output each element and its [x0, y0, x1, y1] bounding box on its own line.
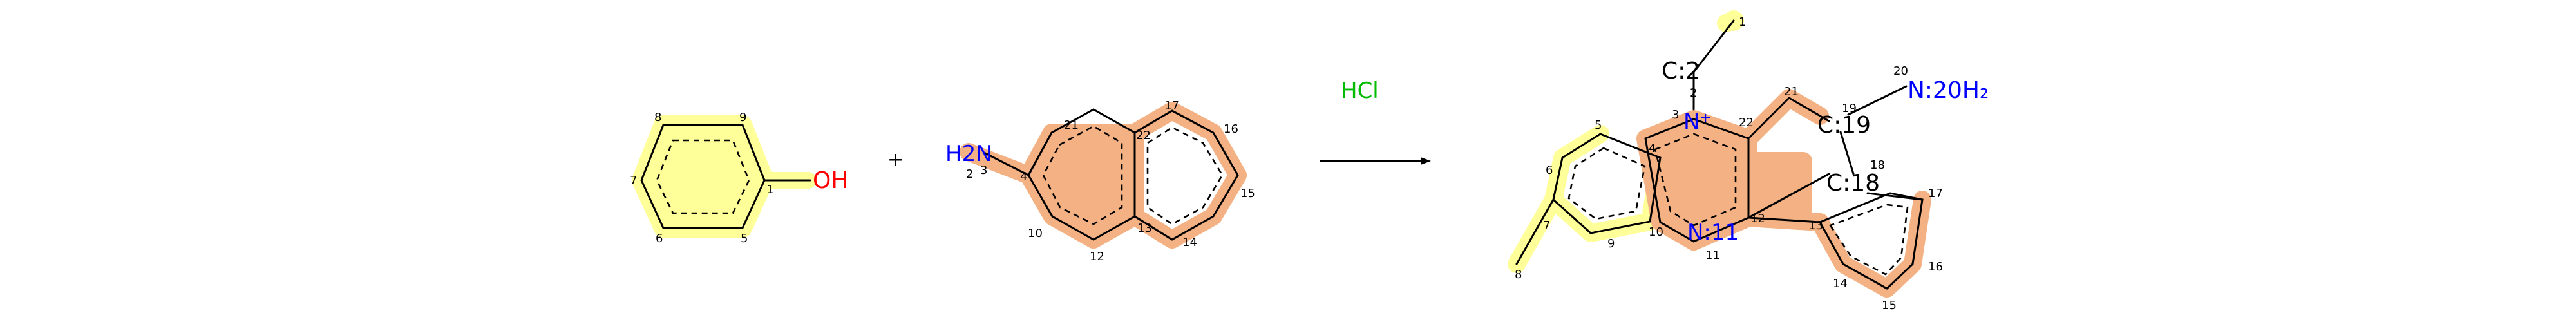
reaction-arrow-head	[1421, 157, 1431, 165]
atom-index-3: 3	[980, 164, 987, 177]
product-index-22: 22	[1739, 116, 1754, 129]
naphthylamine-highlight	[960, 102, 1247, 249]
atom-label-n20h2: N:20H₂	[1908, 77, 1989, 104]
product-index-20: 20	[1893, 64, 1908, 78]
atom-label-oh: OH	[813, 167, 848, 194]
atom-index-1: 1	[766, 183, 773, 196]
atom-index-4: 4	[1020, 170, 1027, 184]
naph-ring-b	[1133, 109, 1239, 241]
bond-c2-c1	[1692, 19, 1735, 73]
reaction-arrow-group: HCl	[1320, 78, 1431, 165]
product-left-aromatic	[1567, 147, 1646, 220]
product-index-11: 11	[1705, 249, 1720, 262]
atom-index-17: 17	[1164, 99, 1179, 113]
phenol-aromatic-circle	[656, 139, 750, 214]
atom-index-14: 14	[1182, 236, 1197, 249]
product-left-ring	[1552, 133, 1662, 234]
atom-index-16: 16	[1224, 122, 1238, 136]
phenol-ring	[640, 124, 766, 229]
atom-index-5: 5	[741, 232, 748, 245]
product-index-17: 17	[1928, 187, 1943, 200]
product-index-3: 3	[1672, 108, 1679, 122]
plus-sign: +	[887, 149, 904, 171]
product-index-4: 4	[1649, 142, 1656, 155]
atom-label-n11: N:11	[1687, 220, 1739, 245]
naph-aromatic-a	[1042, 125, 1123, 225]
bond-c22-c21	[1747, 97, 1790, 140]
product-index-18: 18	[1870, 158, 1885, 172]
atom-index-10: 10	[1028, 227, 1043, 240]
product-index-21: 21	[1784, 85, 1799, 99]
atom-label-c2: C:2	[1662, 58, 1700, 84]
naph-aromatic-b	[1146, 126, 1224, 225]
atom-label-c19: C:19	[1817, 112, 1871, 138]
product-center-aromatic	[1654, 133, 1737, 227]
product-index-7: 7	[1543, 219, 1550, 232]
bond-c12-c13	[1747, 216, 1821, 223]
reactant-naphthylamine: H2N 2 3 4 10 12 13 14 15 16 17 22 21	[945, 99, 1255, 263]
product-index-14: 14	[1833, 277, 1848, 290]
product-index-2: 2	[1690, 86, 1697, 100]
bond-c7-c8	[1515, 198, 1555, 265]
bond-c21-c19	[1788, 97, 1830, 122]
product-right-aromatic	[1829, 204, 1909, 276]
atom-label-c18: C:18	[1826, 170, 1880, 196]
atom-index-8: 8	[654, 111, 661, 124]
naph-ring-a	[1027, 108, 1136, 241]
product-right-ring	[1818, 192, 1924, 290]
atom-index-15: 15	[1240, 187, 1255, 200]
atom-label-n-plus: N⁺	[1683, 109, 1711, 135]
agent-hcl: HCl	[1341, 78, 1379, 104]
product-index-9: 9	[1607, 237, 1615, 251]
atom-index-2: 2	[966, 167, 973, 181]
atom-index-21: 21	[1064, 118, 1079, 132]
atom-index-9: 9	[739, 111, 746, 124]
atom-index-13: 13	[1137, 222, 1152, 235]
bond-c12-c18	[1747, 173, 1830, 219]
reactant-phenol: OH 1 5 6 7 8 9	[630, 111, 848, 245]
bond-c19-c18	[1839, 131, 1855, 175]
product-index-15: 15	[1882, 299, 1897, 312]
atom-label-h2n: H2N	[945, 141, 992, 167]
atom-index-7: 7	[630, 174, 637, 187]
product-index-8: 8	[1515, 268, 1522, 281]
product-index-10: 10	[1649, 225, 1663, 239]
naph-cn-bond	[984, 152, 1030, 176]
product-index-13: 13	[1808, 219, 1823, 232]
bond-c18-c17	[1866, 192, 1924, 201]
atom-index-12: 12	[1090, 250, 1104, 263]
product-index-6: 6	[1546, 164, 1553, 177]
product-molecule: C:2 2 1 N⁺ 3 4 5 6 7 8 9 10 N:11 11 12 1…	[1508, 10, 1989, 312]
product-index-1: 1	[1739, 15, 1746, 29]
product-index-12: 12	[1750, 212, 1765, 225]
product-index-5: 5	[1595, 118, 1602, 132]
bond-c19-n20	[1847, 85, 1908, 116]
product-index-16: 16	[1928, 260, 1943, 274]
atom-index-6: 6	[656, 232, 663, 245]
naph-bond-4-21	[1027, 131, 1053, 176]
atom-index-22: 22	[1136, 129, 1151, 142]
product-index-19: 19	[1842, 102, 1857, 115]
